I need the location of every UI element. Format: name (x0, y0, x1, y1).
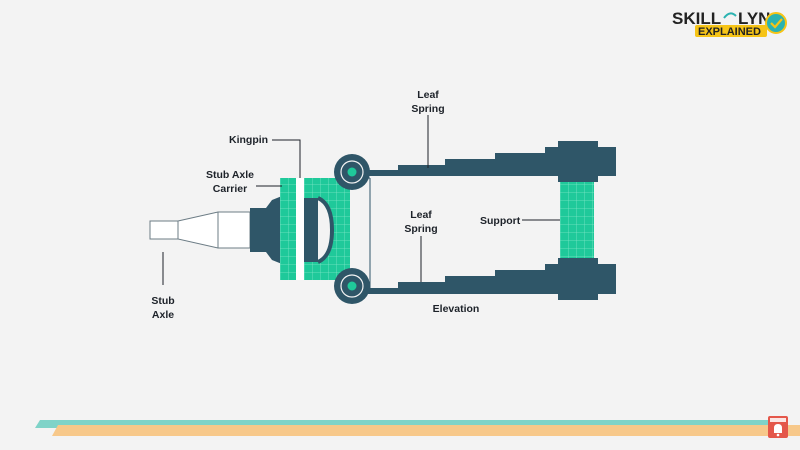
spring-eye-bottom (334, 268, 370, 304)
stub-axle-carrier (280, 178, 350, 280)
bell-icon (774, 424, 782, 433)
check-mark-icon (770, 18, 783, 29)
stub-axle (149, 211, 251, 249)
label-leaf-spring-top-1: Leaf (417, 89, 439, 101)
support-block (560, 182, 594, 258)
label-leaf-spring-mid-1: Leaf (410, 209, 432, 221)
brand-name-left: SKILL (672, 9, 721, 28)
label-stub-axle-1: Stub (151, 295, 174, 307)
label-support: Support (480, 215, 521, 227)
kingpin-shaft (296, 178, 304, 280)
label-elevation: Elevation (433, 303, 480, 315)
labels: Leaf Spring Kingpin Stub Axle Carrier Le… (151, 89, 520, 321)
label-stub-axle-carrier-1: Stub Axle (206, 169, 254, 181)
leaf-spring-bottom (368, 258, 616, 300)
link-icon (723, 12, 737, 19)
bottom-stripes (35, 420, 800, 436)
label-stub-axle-2: Axle (152, 309, 174, 321)
label-leaf-spring-mid-2: Spring (404, 223, 437, 235)
subscribe-button[interactable] (768, 416, 788, 438)
spring-eye-top (334, 154, 370, 190)
check-badge-icon (765, 12, 787, 34)
label-kingpin: Kingpin (229, 134, 268, 146)
label-leaf-spring-top-2: Spring (411, 103, 444, 115)
leader-lines (162, 115, 560, 285)
label-stub-axle-carrier-2: Carrier (213, 183, 247, 195)
brand-tagline-bg (695, 25, 767, 37)
leaf-spring-top (368, 141, 616, 182)
brand-logo: SKILL LYNC EXPLAINED (672, 9, 787, 38)
brand-tagline: EXPLAINED (698, 26, 761, 38)
